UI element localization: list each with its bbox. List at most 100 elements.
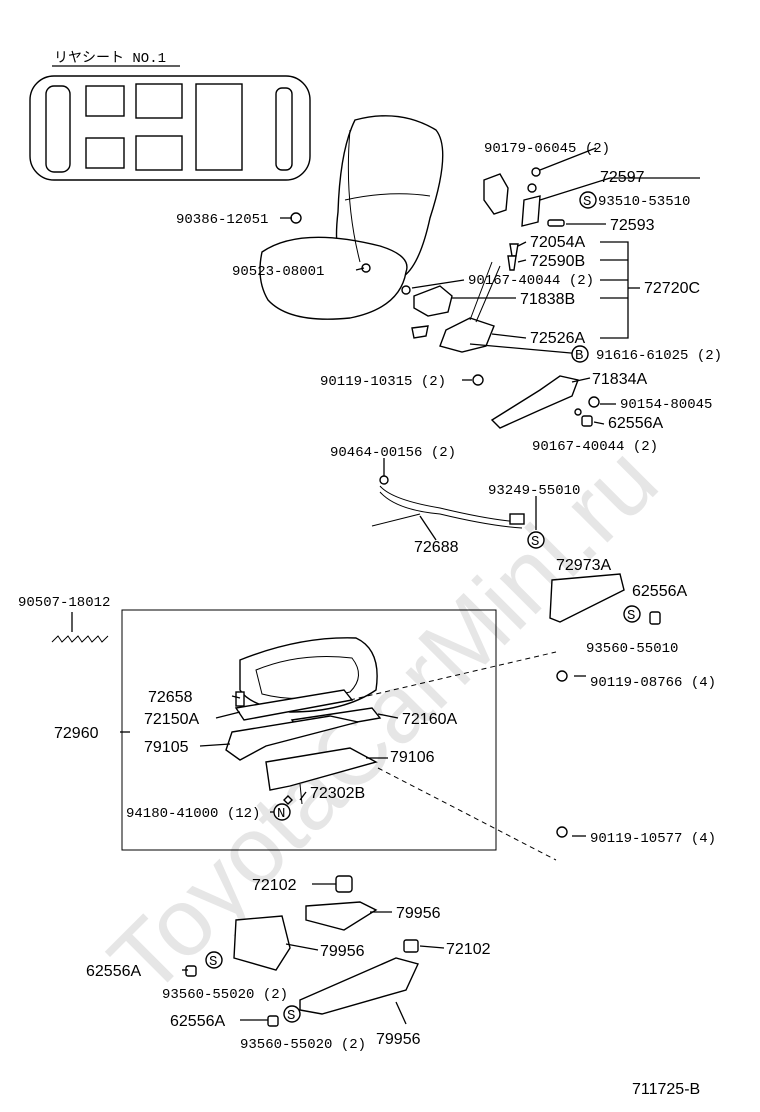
callout-90386-12051[interactable]: 90386-12051 (176, 212, 268, 228)
callout-72688[interactable]: 72688 (414, 539, 459, 556)
seat-row3-bench (195, 83, 243, 171)
rear-seat-shape (275, 87, 293, 171)
callout-93249-55010[interactable]: 93249-55010 (488, 483, 580, 499)
callout-72590B[interactable]: 72590B (530, 253, 585, 270)
b-marker (571, 345, 589, 363)
callout-90507-18012[interactable]: 90507-18012 (18, 595, 110, 611)
n-marker (273, 803, 291, 821)
callout-93560-55010[interactable]: 93560-55010 (586, 641, 678, 657)
callout-90167-40044-b[interactable]: 90167-40044 (2) (532, 439, 658, 455)
callout-72102-a[interactable]: 72102 (252, 877, 297, 894)
b-marker-text: B (575, 348, 583, 364)
cap-72102-a (335, 875, 353, 893)
seat-map-title: リヤシート NO.1 (54, 51, 166, 67)
link-piece-shape (411, 325, 429, 339)
bolt-90119-10315 (472, 374, 484, 386)
front-seat-shape (45, 85, 71, 173)
callout-62556A-4[interactable]: 62556A (170, 1013, 225, 1030)
callout-79956-a[interactable]: 79956 (396, 905, 441, 922)
s-marker-5-text: S (287, 1008, 295, 1024)
s-marker-4 (205, 951, 223, 969)
callout-79105[interactable]: 79105 (144, 739, 189, 756)
s-marker-3-text: S (627, 608, 635, 624)
plate-72597-shape (521, 195, 541, 227)
cap-62556A-4 (267, 1015, 279, 1027)
stopper-72658 (235, 691, 245, 707)
callout-72960[interactable]: 72960 (54, 725, 99, 742)
leg-79105-shape (225, 715, 359, 761)
leg-79106-shape (265, 747, 378, 791)
callout-72526A[interactable]: 72526A (530, 330, 585, 347)
callout-72973A[interactable]: 72973A (556, 557, 611, 574)
callout-79106[interactable]: 79106 (390, 749, 435, 766)
seat-row2-left (135, 83, 183, 119)
seat-back-shape (335, 115, 444, 277)
s-marker-5 (283, 1005, 301, 1023)
callout-94180-41000[interactable]: 94180-41000 (12) (126, 806, 260, 822)
callout-72302B[interactable]: 72302B (310, 785, 365, 802)
callout-labels: 90179-06045 (2) 72597 93510-53510 72593 … (18, 141, 722, 1053)
s-marker-2 (527, 531, 545, 549)
callout-93560-55020-b[interactable]: 93560-55020 (2) (240, 1037, 366, 1053)
callout-90119-08766[interactable]: 90119-08766 (4) (590, 675, 716, 691)
callout-71834A[interactable]: 71834A (592, 371, 647, 388)
bracket-72597-shape (483, 173, 509, 215)
callout-93510-53510[interactable]: 93510-53510 (598, 194, 690, 210)
callout-93560-55020-a[interactable]: 93560-55020 (2) (162, 987, 288, 1003)
callout-72593[interactable]: 72593 (610, 217, 655, 234)
seat-map: リヤシート NO.1 (29, 51, 311, 181)
callout-90464-00156[interactable]: 90464-00156 (2) (330, 445, 456, 461)
callout-62556A-3[interactable]: 62556A (86, 963, 141, 980)
callout-62556A-1[interactable]: 62556A (608, 415, 663, 432)
bolt-90119-08766 (556, 670, 568, 682)
lever-71834A-shape (490, 375, 579, 429)
slide-assembly (225, 637, 382, 818)
callout-72658[interactable]: 72658 (148, 689, 193, 706)
screw-90167-a (401, 285, 411, 295)
cable-assembly (371, 475, 525, 529)
cap-90154 (588, 396, 600, 408)
callout-90119-10577[interactable]: 90119-10577 (4) (590, 831, 716, 847)
callout-72054A[interactable]: 72054A (530, 234, 585, 251)
s-marker-3 (623, 605, 641, 623)
s-marker-2-text: S (531, 534, 539, 550)
callout-72102-b[interactable]: 72102 (446, 941, 491, 958)
callout-72160A[interactable]: 72160A (402, 711, 457, 728)
bolt-90386 (290, 212, 302, 224)
clip-72593-shape (547, 219, 565, 227)
markers: S B S S N S S (205, 191, 641, 1024)
cover-71838B-shape (413, 285, 453, 317)
pin-72054A (509, 243, 519, 257)
callout-62556A-2[interactable]: 62556A (632, 583, 687, 600)
callout-90179-06045[interactable]: 90179-06045 (2) (484, 141, 610, 157)
cap-62556A-1 (581, 415, 593, 427)
bottom-covers (185, 875, 419, 1027)
callout-90154-80045[interactable]: 90154-80045 (620, 397, 712, 413)
cap-62556A-2 (649, 611, 661, 625)
leader-lines (71, 147, 700, 1025)
s-marker-1 (579, 191, 597, 209)
cap-62556A-3 (185, 965, 197, 977)
cover-79956-b-shape (233, 915, 291, 971)
callout-79956-c[interactable]: 79956 (376, 1031, 421, 1048)
cover-79956-c-shape (299, 957, 419, 1015)
s-marker-4-text: S (209, 954, 217, 970)
callout-90167-40044-a[interactable]: 90167-40044 (2) (468, 273, 594, 289)
seat-row1-left (85, 85, 125, 117)
cap-72102-b (403, 939, 419, 953)
callout-72150A[interactable]: 72150A (144, 711, 199, 728)
seat-row2-right (135, 135, 183, 171)
callout-91616-61025[interactable]: 91616-61025 (2) (596, 348, 722, 364)
bolt-90119-10577 (556, 826, 568, 838)
dashed-guide-2 (377, 767, 557, 861)
callout-72597[interactable]: 72597 (600, 169, 645, 186)
seat-row1-right (85, 137, 125, 169)
callout-72720C[interactable]: 72720C (644, 280, 700, 297)
callout-90523-08001[interactable]: 90523-08001 (232, 264, 324, 280)
recliner-72526A-shape (439, 317, 495, 353)
recliner-assembly (401, 167, 600, 429)
callout-71838B[interactable]: 71838B (520, 291, 575, 308)
n-marker-text: N (277, 806, 285, 822)
callout-79956-b[interactable]: 79956 (320, 943, 365, 960)
callout-90119-10315[interactable]: 90119-10315 (2) (320, 374, 446, 390)
